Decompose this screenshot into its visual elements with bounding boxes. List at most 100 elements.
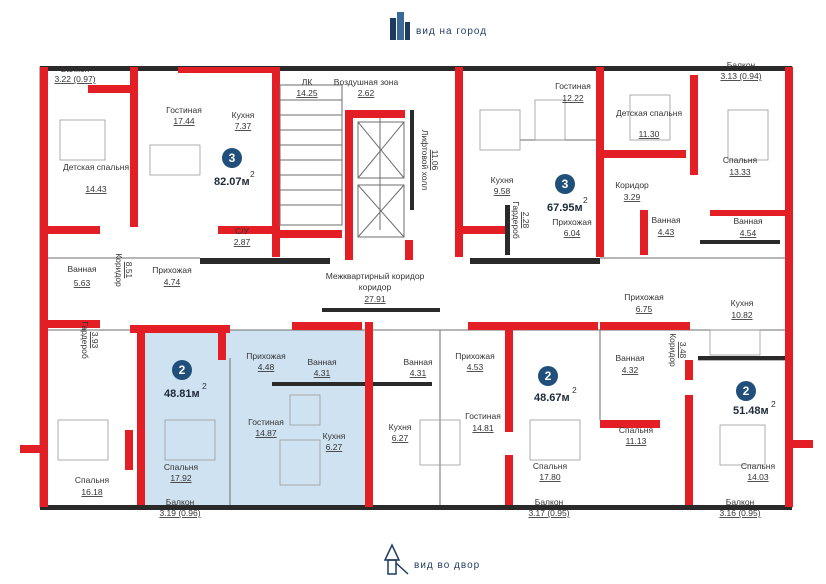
room-name: Гостиная — [555, 81, 591, 91]
room-name: Спальня — [533, 461, 568, 471]
svg-text:48.81м: 48.81м — [164, 388, 200, 400]
room-area: 14.25 — [296, 88, 318, 98]
room-area: 13.33 — [729, 167, 751, 177]
apartment-badge[interactable]: 2 51.48м 2 — [733, 381, 776, 417]
yard-view-icon — [383, 543, 409, 575]
room-area: 4.74 — [164, 277, 181, 287]
furniture — [57, 94, 769, 486]
room-name: Ванная — [403, 357, 433, 367]
view-bottom-label: вид во двор — [414, 560, 480, 571]
room-name: Кухня — [389, 422, 412, 432]
room-area: 17.80 — [539, 472, 561, 482]
room-name: Кухня — [232, 110, 255, 120]
room-area: 4.31 — [410, 368, 427, 378]
room-name: Ванная — [307, 357, 337, 367]
room-name: Детская спальня — [63, 162, 130, 172]
room-area: 4.31 — [314, 368, 331, 378]
room-name: Ванная — [67, 264, 97, 274]
room-area: 4.48 — [258, 362, 275, 372]
room-name: Ванная — [651, 215, 681, 225]
room-area: 14.03 — [747, 472, 769, 482]
svg-text:2: 2 — [202, 381, 207, 391]
room-area: 3.48 — [678, 342, 688, 359]
svg-text:48.67м: 48.67м — [534, 392, 570, 404]
room-area: 14.81 — [472, 423, 494, 433]
room-area: 11.30 — [639, 129, 660, 139]
room-name: Спальня — [723, 155, 758, 165]
room-area: 9.58 — [494, 186, 511, 196]
room-name: Детская спальня — [616, 108, 683, 118]
view-top-label: вид на город — [416, 26, 487, 37]
svg-text:2: 2 — [572, 385, 577, 395]
room-name: Балкон — [726, 497, 755, 507]
room-area: 6.27 — [392, 433, 409, 443]
room-name: Воздушная зона — [334, 77, 399, 87]
room-area: 17.92 — [170, 473, 192, 483]
room-name: Коридор — [668, 333, 678, 367]
svg-text:2: 2 — [179, 363, 186, 377]
room-name: Гардероб — [80, 321, 90, 359]
room-name: Гардероб — [511, 201, 521, 239]
room-name: Прихожая — [552, 217, 592, 227]
room-area: 4.32 — [622, 365, 639, 375]
room-area: 3.16 (0.95) — [719, 508, 760, 518]
dark-partitions — [40, 66, 792, 510]
room-name: Кухня — [491, 175, 514, 185]
room-area: 7.37 — [235, 121, 252, 131]
room-labels: Балкон 3.22 (0.97) Гостиная 17.44 Кухня … — [54, 60, 775, 518]
room-name: Балкон — [727, 60, 756, 70]
room-name: Кухня — [323, 431, 346, 441]
room-name: Балкон — [166, 497, 195, 507]
room-area: 27.91 — [364, 294, 386, 304]
room-name: Гостиная — [465, 411, 501, 421]
apartment-badge[interactable]: 2 48.81м 2 — [164, 360, 207, 400]
room-area: 8.51 — [124, 262, 134, 279]
room-area: 12.22 — [562, 93, 584, 103]
room-name: Прихожая — [455, 351, 495, 361]
room-area: 11.13 — [626, 436, 647, 446]
room-area: 2.62 — [358, 88, 375, 98]
room-area: 3.22 (0.97) — [54, 74, 95, 84]
room-name: Межквартирный коридор — [326, 271, 425, 281]
room-name: Коридор — [114, 253, 124, 287]
room-area: 6.27 — [326, 442, 343, 452]
svg-text:51.48м: 51.48м — [733, 405, 769, 417]
red-walls — [20, 67, 813, 507]
room-name: Лифтовой холл — [420, 130, 430, 191]
room-name: Балкон — [61, 64, 90, 74]
svg-text:3: 3 — [229, 151, 236, 165]
svg-text:2: 2 — [743, 384, 750, 398]
svg-text:2: 2 — [545, 369, 552, 383]
room-area: 17.44 — [173, 116, 195, 126]
room-name: Коридор — [615, 180, 649, 190]
room-name: Прихожая — [246, 351, 286, 361]
stair-lift-shafts — [279, 84, 405, 238]
apartment-badge[interactable]: 3 82.07м 2 — [214, 148, 255, 188]
room-name: Спальня — [75, 475, 110, 485]
svg-text:2: 2 — [250, 169, 255, 179]
room-area: 14.87 — [255, 428, 277, 438]
apartment-badge[interactable]: 2 48.67м 2 — [534, 366, 577, 404]
room-area: 4.43 — [658, 227, 675, 237]
room-area: 2.87 — [234, 237, 251, 247]
room-area: 3.17 (0.95) — [528, 508, 569, 518]
room-area: 6.04 — [564, 228, 581, 238]
room-area: 3.13 (0.94) — [720, 71, 761, 81]
room-name: Прихожая — [624, 292, 664, 302]
room-area: 16.18 — [81, 487, 103, 497]
room-area: 3.19 (0.96) — [159, 508, 200, 518]
room-area: 3.93 — [90, 332, 100, 349]
svg-text:2: 2 — [583, 195, 588, 205]
room-area: 11.06 — [430, 150, 440, 171]
room-name: Спальня — [619, 425, 654, 435]
room-name: ЛК — [302, 77, 313, 87]
room-area: 5.63 — [74, 278, 91, 288]
room-area: 3.29 — [624, 192, 641, 202]
apartment-badge[interactable]: 3 67.95м 2 — [547, 174, 588, 214]
room-area: 2.28 — [521, 212, 531, 229]
svg-text:3: 3 — [562, 177, 569, 191]
room-name: Спальня — [741, 461, 776, 471]
room-area: 6.75 — [636, 304, 653, 314]
room-area: 10.82 — [731, 310, 753, 320]
